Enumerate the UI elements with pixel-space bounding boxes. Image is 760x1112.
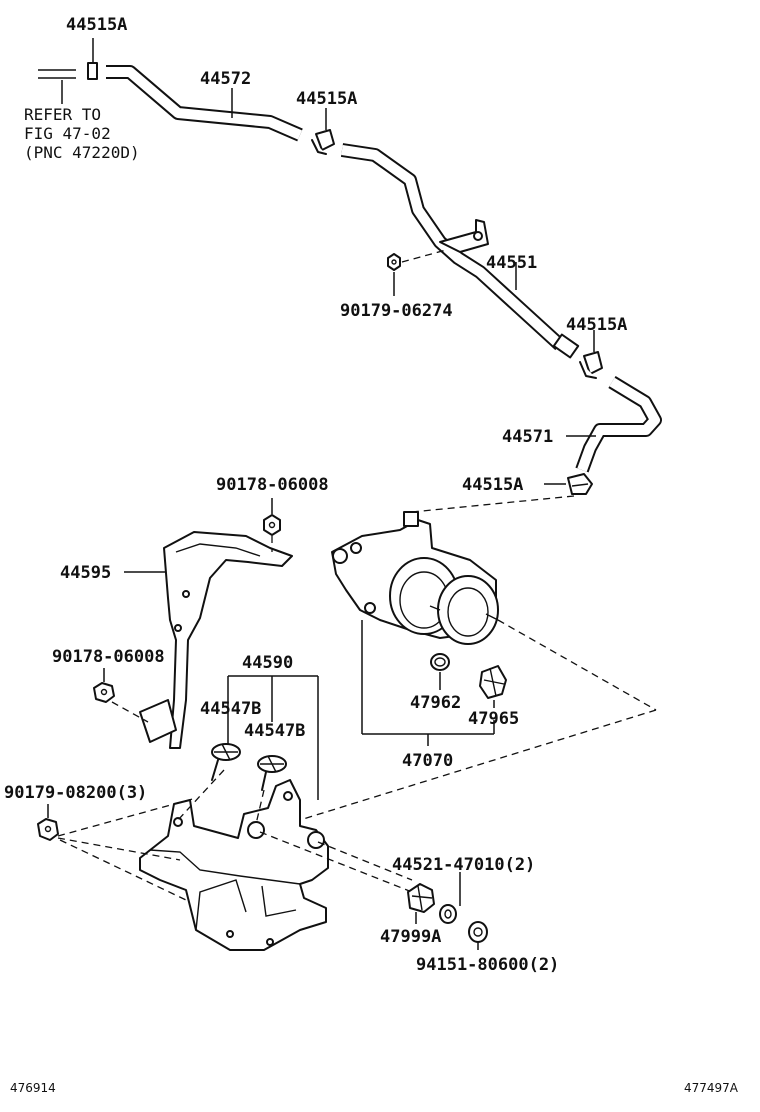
clip-44515a-top-part	[87, 62, 98, 80]
cushion-44547b-2-part	[257, 755, 287, 791]
label-47962: 47962	[410, 693, 461, 713]
refer-note-line-1: REFER TO	[24, 105, 101, 124]
nut-90179-08200-part	[37, 818, 59, 841]
nut-90178-06008-left-part	[93, 682, 115, 703]
label-44572: 44572	[200, 69, 251, 89]
label-94151-80600: 94151-80600(2)	[416, 955, 559, 975]
footer-right-code: 477497A	[684, 1081, 739, 1095]
grommet-47999a-part	[407, 883, 435, 913]
cushion-44547b-1-part	[211, 743, 241, 781]
collar-44521-47010-part	[439, 904, 457, 924]
lower-right-parts	[407, 872, 488, 950]
label-90179-06274: 90179-06274	[340, 301, 453, 321]
label-47965: 47965	[468, 709, 519, 729]
footer-left-code: 476914	[10, 1081, 56, 1095]
refer-note-line-3: (PNC 47220D)	[24, 143, 140, 162]
pipe-44551-group	[340, 143, 580, 359]
label-44551: 44551	[486, 253, 537, 273]
label-44515a-fourth: 44515A	[462, 475, 523, 495]
label-44515a-second: 44515A	[296, 89, 357, 109]
clip-44515a-third-part	[579, 351, 603, 379]
label-44590: 44590	[242, 653, 293, 673]
nut-90178-06008-upper-part	[263, 514, 281, 536]
bracket-44595-part	[163, 531, 293, 749]
label-47070: 47070	[402, 751, 453, 771]
bracket-44595-group	[93, 498, 293, 749]
nut-94151-80600-part	[468, 921, 488, 943]
label-44515a-top: 44515A	[66, 15, 127, 35]
label-44515a-third: 44515A	[566, 315, 627, 335]
label-44521-47010: 44521-47010(2)	[392, 855, 535, 875]
label-44595: 44595	[60, 563, 111, 583]
label-44547b-2: 44547B	[244, 721, 305, 741]
pump-47070-group	[299, 511, 657, 821]
bracket-44590-part	[139, 779, 329, 951]
clip-44515a-fourth-part	[567, 473, 593, 495]
label-47999a: 47999A	[380, 927, 441, 947]
hose-44572-group	[38, 38, 335, 155]
cushion-47965-part	[479, 665, 507, 699]
label-90179-08200: 90179-08200(3)	[4, 783, 147, 803]
ring-47962-part	[430, 653, 450, 671]
hose-44571-group	[411, 330, 662, 513]
label-44547b-1: 44547B	[200, 699, 261, 719]
label-44571: 44571	[502, 427, 553, 447]
label-90178-06008-left: 90178-06008	[52, 647, 165, 667]
bracket-44590-group	[37, 675, 413, 951]
label-90178-06008-upper: 90178-06008	[216, 475, 329, 495]
nut-90179-06274-part	[387, 253, 401, 271]
clip-44515a-second-part	[311, 129, 335, 155]
refer-note-line-2: FIG 47-02	[24, 124, 111, 143]
